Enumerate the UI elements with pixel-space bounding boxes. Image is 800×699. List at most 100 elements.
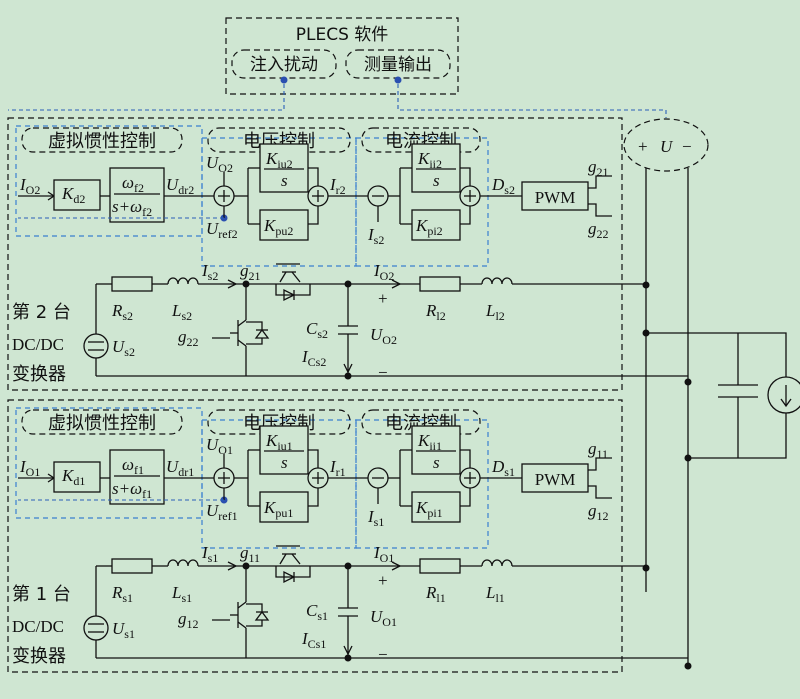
- rl-label: Rl2: [425, 301, 446, 323]
- us-label: Us1: [112, 619, 135, 641]
- rl-resistor: [419, 276, 461, 292]
- gate-out-b: g22: [588, 219, 609, 241]
- ds-label: Ds2: [491, 175, 515, 197]
- rl-resistor: [419, 558, 461, 574]
- gate-lower-label: g22: [178, 327, 199, 349]
- io-label: IO1: [19, 457, 40, 479]
- kd-block: [53, 179, 101, 211]
- kii-block: [411, 143, 461, 193]
- voltage-source: [83, 615, 109, 641]
- gate-out-a: g21: [588, 157, 609, 179]
- meter-u: U: [660, 137, 674, 156]
- uout-label: UO2: [370, 325, 397, 347]
- voltage-control-area: [201, 419, 357, 549]
- uo-feedback-label: UO2: [206, 153, 233, 175]
- io-label: IO2: [19, 175, 40, 197]
- virtual-inertia-area: [15, 125, 203, 237]
- virtual-inertia-title: 虚拟惯性控制: [48, 131, 156, 152]
- cs-label: Cs2: [306, 319, 328, 341]
- gate-out-b: g12: [588, 501, 609, 523]
- kii-label: Kii2: [417, 149, 442, 171]
- uo-feedback-label: UO1: [206, 435, 233, 457]
- pwm-block: [521, 181, 589, 211]
- kpu-label: Kpu1: [263, 498, 293, 520]
- measure-port: [394, 76, 402, 84]
- kpi-label: Kpi1: [415, 498, 443, 520]
- kiu-block: [259, 143, 309, 193]
- iout-label: IO1: [373, 543, 394, 565]
- uout-minus: −: [378, 363, 388, 382]
- filter-denominator: s+ωf1: [112, 479, 152, 501]
- is-power-label: Is2: [201, 261, 218, 283]
- rs-resistor: [111, 276, 153, 292]
- uout-minus: −: [378, 645, 388, 664]
- ds-label: Ds1: [491, 457, 515, 479]
- converter-label-line2: DC/DC: [12, 617, 64, 636]
- uref-label: Uref1: [206, 501, 238, 523]
- plecs-title: PLECS 软件: [296, 25, 389, 45]
- kpi-label: Kpi2: [415, 216, 443, 238]
- meter-minus: −: [682, 137, 692, 156]
- us-label: Us2: [112, 337, 135, 359]
- kpu-block: [259, 491, 309, 523]
- kii-block: [411, 425, 461, 475]
- ll-label: Ll2: [485, 301, 505, 323]
- converter-label-line3: 变换器: [12, 364, 66, 385]
- s-label-1: s: [281, 453, 288, 472]
- kiu-block: [259, 425, 309, 475]
- is-feedback-label: Is2: [367, 225, 384, 247]
- ls-label: Ls2: [171, 301, 192, 323]
- voltage-control-area: [201, 137, 357, 267]
- ir-label: Ir1: [329, 457, 346, 479]
- ls-label: Ls1: [171, 583, 192, 605]
- current-control-area: [355, 419, 489, 549]
- kpi-block: [411, 209, 461, 241]
- uout-label: UO1: [370, 607, 397, 629]
- plecs-links: [8, 84, 667, 118]
- filter-block: [109, 167, 165, 223]
- ll-inductor: [481, 559, 513, 567]
- kii-label: Kii1: [417, 431, 442, 453]
- meter-plus: +: [638, 137, 648, 156]
- gate-out-a: g11: [588, 439, 608, 461]
- is-power-label: Is1: [201, 543, 218, 565]
- virtual-inertia-title: 虚拟惯性控制: [48, 413, 156, 434]
- s-label-1: s: [281, 171, 288, 190]
- filter-numerator: ωf2: [122, 173, 144, 195]
- pwm-label: PWM: [535, 188, 576, 207]
- s-label-2: s: [433, 171, 440, 190]
- virtual-inertia-area: [15, 407, 203, 519]
- dc-bus: [642, 168, 800, 670]
- gate-lower-label: g12: [178, 609, 199, 631]
- inject-port: [280, 76, 288, 84]
- ic-label: ICs2: [301, 347, 326, 369]
- rl-label: Rl1: [425, 583, 446, 605]
- kd-block: [53, 461, 101, 493]
- ls-inductor: [167, 559, 199, 567]
- converter-label-line3: 变换器: [12, 646, 66, 667]
- udr-label: Udr2: [166, 175, 194, 197]
- voltage-meter: + U −: [623, 118, 709, 172]
- converter-label-line2: DC/DC: [12, 335, 64, 354]
- gate-upper-label: g11: [240, 543, 260, 565]
- pwm-block: [521, 463, 589, 493]
- uout-plus: +: [378, 571, 388, 590]
- kd-label: Kd1: [61, 466, 85, 488]
- voltage-source: [83, 333, 109, 359]
- plecs-box: PLECS 软件 注入扰动 测量输出: [225, 17, 459, 95]
- ll-inductor: [481, 277, 513, 285]
- iout-label: IO2: [373, 261, 394, 283]
- rs-label: Rs1: [111, 583, 133, 605]
- ls-inductor: [167, 277, 199, 285]
- cs-label: Cs1: [306, 601, 328, 623]
- current-control-area: [355, 137, 489, 267]
- rs-resistor: [111, 558, 153, 574]
- converter-label-line1: 第 2 台: [12, 302, 71, 323]
- uref-label: Uref2: [206, 219, 238, 241]
- pwm-label: PWM: [535, 470, 576, 489]
- rs-label: Rs2: [111, 301, 133, 323]
- ic-label: ICs1: [301, 629, 326, 651]
